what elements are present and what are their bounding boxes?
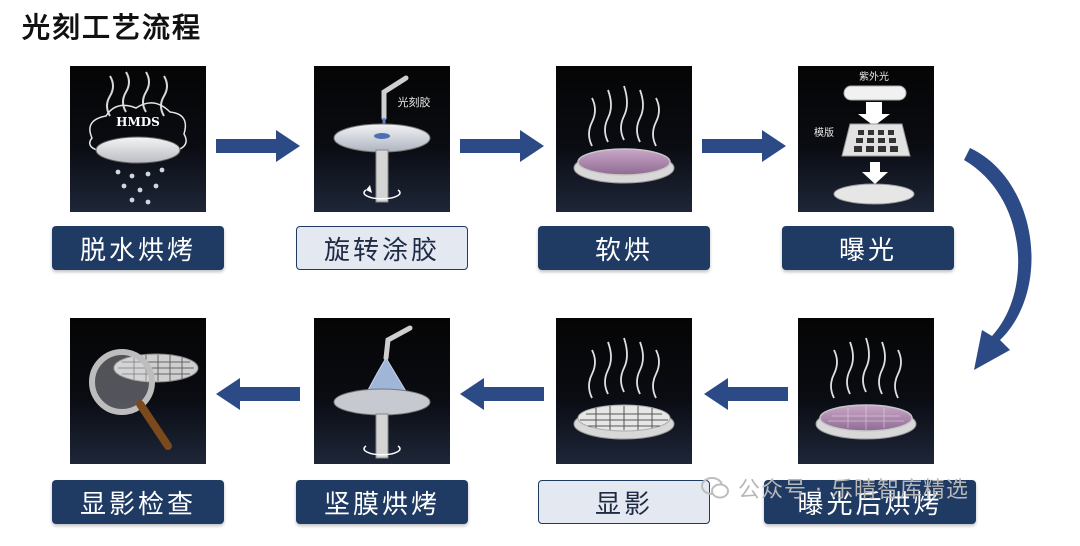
- step-label-soft-bake: 软烘: [538, 226, 710, 270]
- dehydration-bake-image: HMDS: [70, 66, 206, 212]
- photoresist-label: 光刻胶: [398, 95, 431, 109]
- post-exposure-bake-image: [798, 318, 934, 464]
- step-label-hard-bake: 坚膜烘烤: [296, 480, 468, 524]
- wechat-icon: [701, 477, 729, 499]
- uv-light-label: 紫外光: [859, 70, 889, 83]
- watermark-text: 公众号 · 乐晴智库精选: [738, 478, 969, 503]
- hard-bake-image: [314, 318, 450, 464]
- left-arrow-2: [460, 378, 544, 410]
- right-arrow-1: [216, 130, 300, 162]
- page-title: 光刻工艺流程: [22, 11, 203, 44]
- step-label-dehydration-bake: 脱水烘烤: [52, 226, 224, 270]
- step-label-development: 显影: [538, 480, 710, 524]
- develop-inspect-image: [70, 318, 206, 464]
- curved-down-arrow: [964, 148, 1032, 370]
- right-arrow-2: [460, 130, 544, 162]
- soft-bake-image: [556, 66, 692, 212]
- step-label-post-exposure-bake: 曝光后烘烤: [764, 480, 976, 524]
- step-label-spin-coating: 旋转涂胶: [296, 226, 468, 270]
- development-image: [556, 318, 692, 464]
- step-label-develop-inspect: 显影检查: [52, 480, 224, 524]
- exposure-image: 紫外光 模版: [798, 66, 934, 212]
- mask-label: 模版: [814, 126, 834, 139]
- left-arrow-1: [704, 378, 788, 410]
- watermark: 公众号 · 乐晴智库精选: [700, 472, 969, 504]
- right-arrow-3: [702, 130, 786, 162]
- step-label-exposure: 曝光: [782, 226, 954, 270]
- spin-coating-image: 光刻胶: [314, 66, 450, 212]
- hmds-label: HMDS: [116, 115, 160, 129]
- left-arrow-3: [216, 378, 300, 410]
